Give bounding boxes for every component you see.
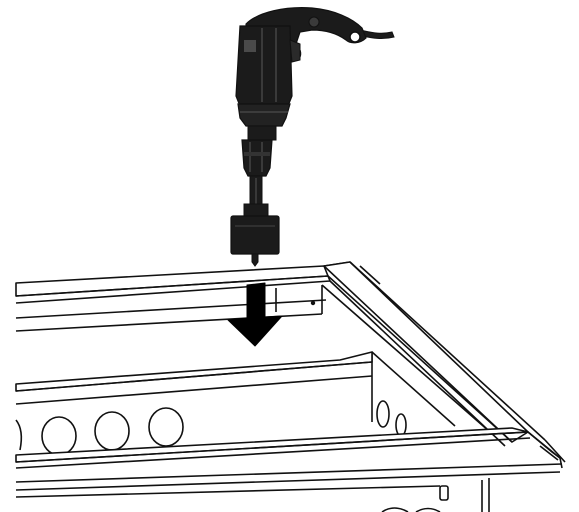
lock-ring [349, 31, 361, 43]
drill-gear-collar [237, 103, 291, 127]
arbor-collar [243, 203, 269, 217]
knockout-hole [41, 416, 77, 456]
fastener [439, 485, 449, 501]
enclosure [15, 261, 566, 512]
knockout-hole [94, 411, 130, 451]
hole-saw-cup [230, 215, 280, 255]
drill-neck [247, 125, 277, 141]
knockout-hole [15, 419, 23, 451]
inner-step [15, 351, 373, 405]
pilot-bit [251, 253, 259, 267]
drill-chuck [241, 139, 273, 177]
drill-cord [359, 29, 395, 40]
hole-saw-icon [230, 175, 280, 267]
knockout-hole [395, 413, 407, 437]
right-side-wall [371, 351, 490, 512]
knockout-hole [148, 407, 184, 447]
knockout-hole [376, 400, 390, 428]
front-rail [15, 427, 563, 491]
arrow-down-icon [227, 282, 283, 347]
power-drill-icon [235, 7, 395, 177]
back-rail [15, 261, 351, 304]
lower-front [15, 485, 449, 512]
handle-knob [308, 16, 320, 28]
drill-motor-housing [235, 25, 293, 107]
screw [310, 300, 316, 306]
